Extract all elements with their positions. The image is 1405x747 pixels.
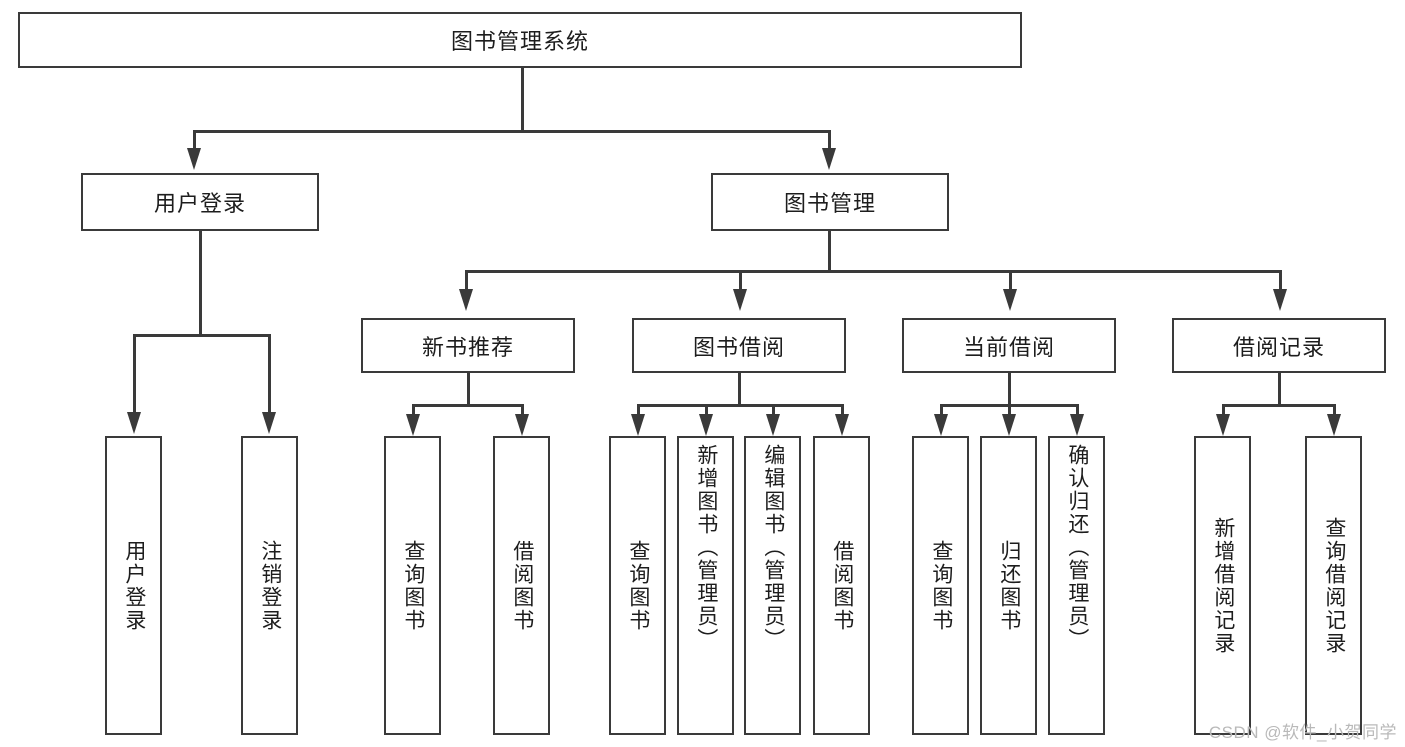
node-user-login-label: 用户登录 <box>153 191 246 216</box>
connector-user-login-drop-1 <box>133 334 136 414</box>
node-new-book-recommend-label: 新书推荐 <box>421 334 514 360</box>
leaf-user-login-label: 用户登录 <box>122 539 146 632</box>
connector-nbr-stem <box>467 373 470 406</box>
watermark-text: CSDN @软件_小贺同学 <box>1208 723 1397 742</box>
leaf-return-book-label: 归还图书 <box>997 539 1021 632</box>
arrowhead-leaf-borrow-book-2 <box>835 414 849 436</box>
connector-user-login-drop-2 <box>268 334 271 414</box>
node-book-borrow[interactable]: 图书借阅 <box>632 318 846 373</box>
connector-book-management-stem <box>828 231 831 272</box>
arrowhead-leaf-query-book-3 <box>934 414 948 436</box>
connector-br-stem <box>1278 373 1281 406</box>
leaf-add-record[interactable]: 新增借阅记录 <box>1194 436 1251 735</box>
node-root-label: 图书管理系统 <box>450 29 589 54</box>
arrowhead-borrow-record <box>1273 289 1287 311</box>
leaf-query-book-1[interactable]: 查询图书 <box>384 436 441 735</box>
node-root-system[interactable]: 图书管理系统 <box>18 12 1022 68</box>
connector-cb-drop-2 <box>1008 404 1011 416</box>
leaf-borrow-book-2-label: 借阅图书 <box>830 539 854 632</box>
leaf-borrow-book-1-label: 借阅图书 <box>510 539 534 632</box>
node-current-borrow-label: 当前借阅 <box>962 334 1055 360</box>
connector-br-drop-2 <box>1333 404 1336 416</box>
arrowhead-current-borrow <box>1003 289 1017 311</box>
connector-nbr-bus <box>412 404 523 407</box>
connector-bb-drop-2 <box>705 404 708 416</box>
leaf-query-book-3-label: 查询图书 <box>929 539 953 632</box>
connector-cb-stem <box>1008 373 1011 406</box>
connector-br-bus <box>1222 404 1335 407</box>
leaf-query-record[interactable]: 查询借阅记录 <box>1305 436 1362 735</box>
connector-bm-drop-3 <box>1009 270 1012 290</box>
leaf-query-book-1-label: 查询图书 <box>401 539 425 632</box>
connector-br-drop-1 <box>1222 404 1225 416</box>
node-book-borrow-label: 图书借阅 <box>692 334 785 360</box>
arrowhead-leaf-borrow-book-1 <box>515 414 529 436</box>
arrowhead-leaf-query-record <box>1327 414 1341 436</box>
leaf-query-book-2-label: 查询图书 <box>626 539 650 632</box>
arrowhead-leaf-logout <box>262 412 276 434</box>
node-borrow-record[interactable]: 借阅记录 <box>1172 318 1386 373</box>
arrowhead-book-management <box>822 148 836 170</box>
node-book-management[interactable]: 图书管理 <box>711 173 949 231</box>
leaf-query-record-label: 查询借阅记录 <box>1322 516 1346 655</box>
connector-bb-stem <box>738 373 741 406</box>
node-borrow-record-label: 借阅记录 <box>1232 334 1325 360</box>
connector-bm-drop-4 <box>1279 270 1282 290</box>
arrowhead-leaf-edit-book <box>766 414 780 436</box>
leaf-confirm-return-label: 确认归还（管理员） <box>1065 444 1089 651</box>
connector-root-bus <box>193 130 830 133</box>
connector-root-to-book-management <box>828 130 831 148</box>
node-current-borrow[interactable]: 当前借阅 <box>902 318 1116 373</box>
node-new-book-recommend[interactable]: 新书推荐 <box>361 318 575 373</box>
connector-bb-drop-1 <box>637 404 640 416</box>
connector-bm-drop-2 <box>739 270 742 290</box>
node-book-management-label: 图书管理 <box>783 191 876 216</box>
arrowhead-leaf-query-book-1 <box>406 414 420 436</box>
connector-cb-drop-3 <box>1076 404 1079 416</box>
connector-bb-drop-3 <box>772 404 775 416</box>
leaf-borrow-book-1[interactable]: 借阅图书 <box>493 436 550 735</box>
leaf-user-login[interactable]: 用户登录 <box>105 436 162 735</box>
connector-root-stem <box>521 68 524 131</box>
arrowhead-leaf-user-login <box>127 412 141 434</box>
connector-nbr-drop-1 <box>412 404 415 416</box>
arrowhead-user-login <box>187 148 201 170</box>
leaf-add-book-label: 新增图书（管理员） <box>694 444 718 651</box>
leaf-edit-book-label: 编辑图书（管理员） <box>761 444 785 651</box>
leaf-logout[interactable]: 注销登录 <box>241 436 298 735</box>
arrowhead-new-book-recommend <box>459 289 473 311</box>
arrowhead-leaf-query-book-2 <box>631 414 645 436</box>
leaf-logout-label: 注销登录 <box>258 539 282 632</box>
connector-user-login-stem <box>199 231 202 335</box>
arrowhead-leaf-add-record <box>1216 414 1230 436</box>
leaf-edit-book[interactable]: 编辑图书（管理员） <box>744 436 801 735</box>
arrowhead-book-borrow <box>733 289 747 311</box>
arrowhead-leaf-return-book <box>1002 414 1016 436</box>
leaf-return-book[interactable]: 归还图书 <box>980 436 1037 735</box>
connector-book-management-bus <box>465 270 1281 273</box>
leaf-confirm-return[interactable]: 确认归还（管理员） <box>1048 436 1105 735</box>
connector-nbr-drop-2 <box>521 404 524 416</box>
leaf-add-record-label: 新增借阅记录 <box>1211 516 1235 655</box>
leaf-borrow-book-2[interactable]: 借阅图书 <box>813 436 870 735</box>
leaf-query-book-3[interactable]: 查询图书 <box>912 436 969 735</box>
arrowhead-leaf-confirm-return <box>1070 414 1084 436</box>
connector-cb-drop-1 <box>940 404 943 416</box>
connector-bm-drop-1 <box>465 270 468 290</box>
connector-bb-bus <box>637 404 843 407</box>
leaf-query-book-2[interactable]: 查询图书 <box>609 436 666 735</box>
connector-bb-drop-4 <box>841 404 844 416</box>
connector-user-login-bus <box>133 334 270 337</box>
connector-root-to-user-login <box>193 130 196 148</box>
arrowhead-leaf-add-book <box>699 414 713 436</box>
leaf-add-book[interactable]: 新增图书（管理员） <box>677 436 734 735</box>
node-user-login[interactable]: 用户登录 <box>81 173 319 231</box>
